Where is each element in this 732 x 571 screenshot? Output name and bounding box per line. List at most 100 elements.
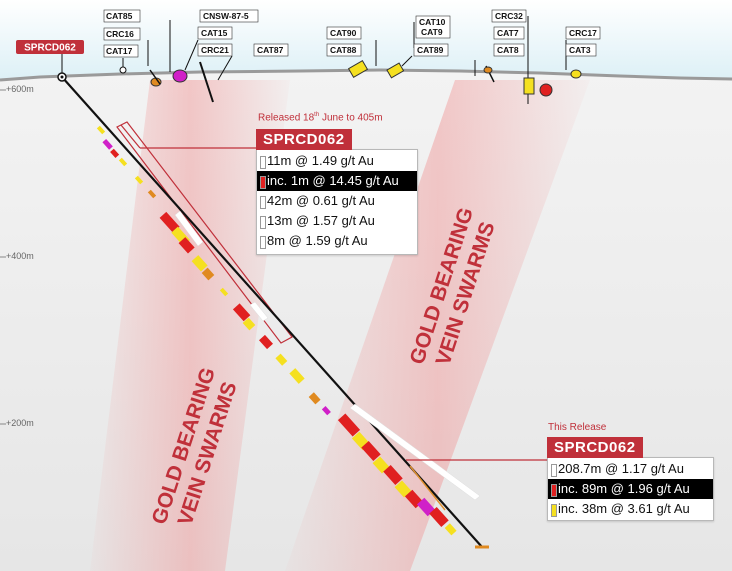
interval-text: inc. 1m @ 14.45 g/t Au [267,173,399,188]
elevation-label-400: +400m [6,251,34,261]
assay-interval [102,138,113,150]
assay-interval [429,506,449,528]
hole-intercept [539,83,553,97]
hole-label-box [199,9,259,23]
assay-interval [219,287,229,297]
hole-intercept [483,66,493,74]
elevation-label-200: +200m [6,418,34,428]
surface-holes [119,16,582,104]
interval-text: 8m @ 1.59 g/t Au [267,233,368,248]
ground-surface [0,68,732,82]
assay-interval [361,440,381,462]
interval-row: 42m @ 0.61 g/t Au [257,191,417,211]
hole-label-box [493,26,525,40]
interval-row: 13m @ 1.57 g/t Au [257,211,417,231]
hole-label-cat9: CAT9 [421,27,443,37]
hole-label-box [197,26,233,40]
white-bar [249,301,269,322]
assay-interval [232,303,251,322]
hole-label-box [493,43,525,57]
caption-sup: th [314,112,320,118]
hole-label-cat17: CAT17 [106,46,133,56]
assay-interval [110,148,120,158]
assay-intervals [96,125,457,536]
interval-row: 208.7m @ 1.17 g/t Au [548,459,713,479]
interval-text: inc. 38m @ 3.61 g/t Au [558,501,690,516]
drillhole-name-tag [16,40,84,54]
this-release-intervals: 208.7m @ 1.17 g/t Au inc. 89m @ 1.96 g/t … [548,458,713,519]
hole-intercept [172,69,188,83]
hole-label-crc16: CRC16 [106,29,134,39]
grade-swatch-icon [551,484,557,497]
assay-interval [416,497,436,517]
assay-interval [337,413,361,437]
assay-interval [134,175,144,185]
assay-interval [96,125,106,135]
assay-interval [242,317,256,331]
hole-label-cat89: CAT89 [417,45,444,55]
assay-interval [159,211,180,233]
assay-interval [444,523,457,536]
hole-label-box [565,43,597,57]
white-bar [174,210,204,247]
hole-intercept [523,77,535,95]
this-release-caption: This Release [548,422,607,433]
hole-label-cat7: CAT7 [497,28,519,38]
this-release-title: SPRCD062 [547,437,643,458]
hole-trace [149,69,161,85]
hole-label-box [565,26,601,40]
interval-text: inc. 89m @ 1.96 g/t Au [558,481,690,496]
hole-label-cat8: CAT8 [497,45,519,55]
hole-label-cat10: CAT10 [419,17,446,27]
hole-label-box [326,26,362,40]
hole-leader [217,55,233,81]
hole-label-box [491,9,527,23]
previous-release-box: SPRCD062 11m @ 1.49 g/t Au inc. 1m @ 14.4… [256,129,418,255]
assay-interval [289,368,305,384]
hole-label-cnsw: CNSW-87-5 [203,11,249,21]
grade-swatch-icon [551,504,557,517]
grade-swatch-icon [260,236,266,249]
hole-label-cat88: CAT88 [330,45,357,55]
hole-collar [119,66,127,74]
caption-prefix: Released 18 [258,112,315,124]
interval-row: 8m @ 1.59 g/t Au [257,231,417,251]
previous-release-title: SPRCD062 [256,129,352,150]
previous-release-intervals: 11m @ 1.49 g/t Au inc. 1m @ 14.45 g/t Au 4… [257,150,417,251]
grade-swatch-icon [551,464,557,477]
hole-leader [184,39,199,71]
hole-label-box [197,43,233,57]
hole-intercept [386,62,405,79]
assay-interval [147,189,157,199]
interval-text: 13m @ 1.57 g/t Au [267,213,375,228]
assay-interval [178,237,195,254]
assay-interval [259,334,273,350]
hole-label-box [103,9,141,23]
hole-intercept [347,59,369,79]
hole-label-box [103,44,139,58]
interval-text: 208.7m @ 1.17 g/t Au [558,461,684,476]
hole-label-box [415,15,451,39]
hole-label-crc21: CRC21 [201,45,229,55]
assay-interval [118,157,128,167]
hole-label-cat90: CAT90 [330,28,357,38]
assay-interval [372,456,390,474]
hole-leader [401,55,413,67]
interval-row: inc. 38m @ 3.61 g/t Au [548,499,713,519]
hole-label-cat87: CAT87 [257,45,284,55]
assay-interval [275,353,288,366]
this-release-connector-2 [409,465,446,511]
hole-label-cat85: CAT85 [106,11,133,21]
hole-label-crc32: CRC32 [495,11,523,21]
caption-suffix: June to 405m [319,112,383,124]
interval-row: inc. 89m @ 1.96 g/t Au [548,479,713,499]
this-release-box: SPRCD062 208.7m @ 1.17 g/t Au inc. 89m @ … [547,437,714,521]
grade-swatch-icon [260,216,266,229]
hole-label-cat3: CAT3 [569,45,591,55]
assay-interval [321,406,331,416]
hole-trace [199,61,214,103]
hole-label-box [413,43,449,57]
drillhole-name-label: SPRCD062 [24,43,76,54]
interval-text: 11m @ 1.49 g/t Au [267,153,374,168]
hole-label-box [326,43,362,57]
